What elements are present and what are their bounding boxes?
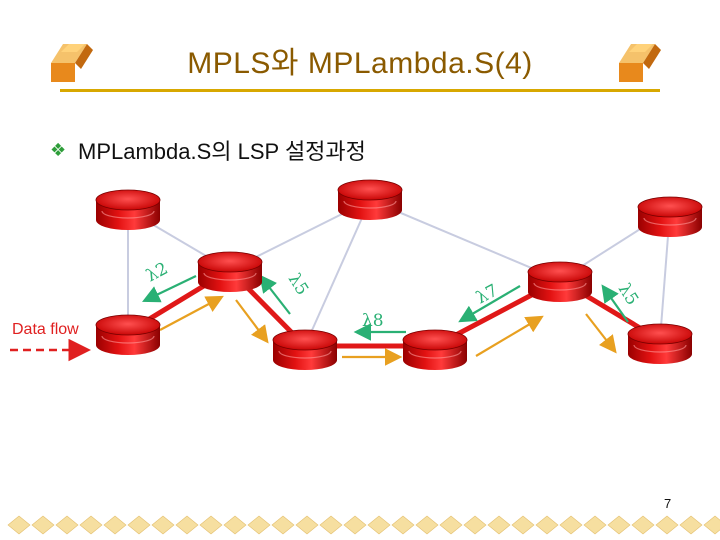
lambda-label: λ2 [143,259,171,287]
footer-diamond [295,515,319,535]
router-node [272,329,338,370]
footer-diamond [439,515,463,535]
footer-diamond [247,515,271,535]
stacked-cube-icon [619,44,661,82]
lambda-label: λ7 [473,281,501,309]
router-node [95,314,161,355]
router-node [402,329,468,370]
router-node [337,179,403,220]
request-arrow [585,313,617,354]
title-underline [60,89,660,92]
router-node [527,261,593,302]
footer-diamond [103,515,127,535]
footer-diamond [511,515,535,535]
router-node [627,323,693,364]
footer-diamond [631,515,655,535]
bullet-text: MPLambda.S의 LSP 설정과정 [78,139,366,164]
lambda-label: λ8 [362,311,384,331]
footer-diamond [199,515,223,535]
footer-diamond [175,515,199,535]
footer-diamond [703,515,720,535]
footer-diamond [655,515,679,535]
request-arrow [235,299,269,344]
label-mapping-arrow [458,285,521,323]
label-mapping-arrow [142,275,197,303]
footer-diamond [127,515,151,535]
footer-diamond [79,515,103,535]
request-arrow [475,315,544,357]
footer-diamond [367,515,391,535]
page-number: 7 [664,496,672,511]
footer-diamond [583,515,607,535]
footer-diamond-strip [7,515,720,535]
slide-title: MPLS와 MPLambda.S(4) [187,47,533,80]
footer-diamond [7,515,31,535]
router-node [197,251,263,292]
footer-diamond [55,515,79,535]
lambda-label: λ5 [614,280,642,309]
footer-diamond [487,515,511,535]
router-node [95,189,161,230]
data-flow-label: Data flow [12,321,79,338]
footer-diamond [223,515,247,535]
footer-diamond [271,515,295,535]
router-node [637,196,703,237]
lambda-label: λ5 [284,270,312,299]
footer-diamond [319,515,343,535]
stacked-cube-icon [51,44,93,82]
footer-diamond [415,515,439,535]
footer-diamond [559,515,583,535]
bullet-item: ❖ MPLambda.S의 LSP 설정과정 [50,134,366,166]
label-mapping-arrow [601,284,629,323]
footer-diamond [535,515,559,535]
topology-link [304,199,371,347]
footer-diamond [151,515,175,535]
footer-diamond [391,515,415,535]
footer-diamond [31,515,55,535]
topology-link [369,199,561,281]
label-mapping-arrow [259,274,291,315]
footer-diamond [463,515,487,535]
diamond-bullet-icon: ❖ [50,139,67,161]
footer-diamond [607,515,631,535]
footer-diamond [679,515,703,535]
footer-diamond [343,515,367,535]
request-arrow [159,295,224,331]
